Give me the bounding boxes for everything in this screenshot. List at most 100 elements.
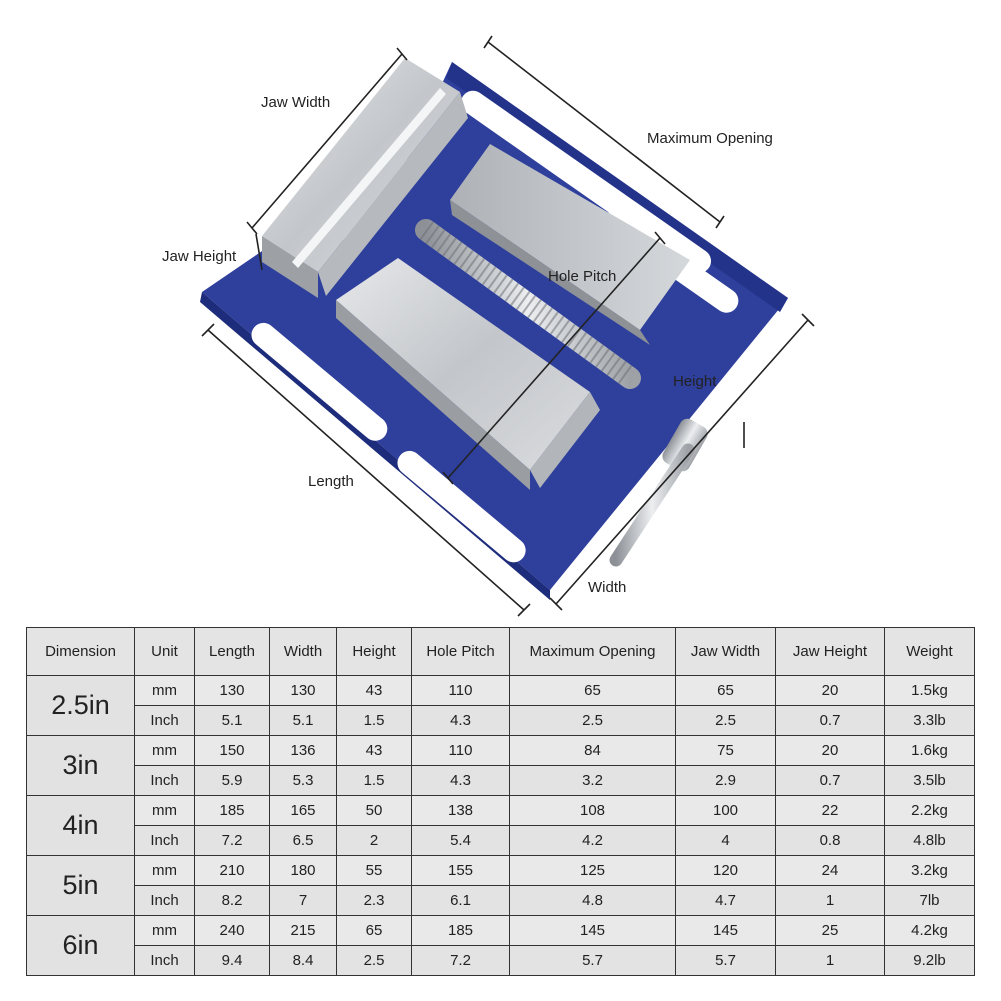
- header-cell: Weight: [884, 627, 975, 676]
- table-cell: 130: [269, 675, 337, 706]
- table-cell: mm: [134, 675, 195, 706]
- label-length: Length: [308, 473, 354, 490]
- table-cell: 5.1: [194, 705, 270, 736]
- header-cell: Width: [269, 627, 337, 676]
- table-cell: 4: [675, 825, 776, 856]
- table-cell: 4.2: [509, 825, 676, 856]
- table-cell: 75: [675, 735, 776, 766]
- table-cell: 6.5: [269, 825, 337, 856]
- table-cell: 5.1: [269, 705, 337, 736]
- table-cell: 7lb: [884, 885, 975, 916]
- table-cell: 6.1: [411, 885, 510, 916]
- dimension-cell: 6in: [26, 915, 135, 976]
- table-cell: 120: [675, 855, 776, 886]
- table-cell: 3.3lb: [884, 705, 975, 736]
- table-cell: 5.7: [675, 945, 776, 976]
- table-cell: 20: [775, 735, 885, 766]
- table-cell: 145: [675, 915, 776, 946]
- dimension-cell: 5in: [26, 855, 135, 916]
- dimension-cell: 4in: [26, 795, 135, 856]
- table-cell: 185: [411, 915, 510, 946]
- table-cell: 65: [675, 675, 776, 706]
- table-cell: 7.2: [194, 825, 270, 856]
- table-cell: 4.2kg: [884, 915, 975, 946]
- moving-jaw: [336, 258, 600, 490]
- table-cell: 0.7: [775, 705, 885, 736]
- table-cell: 185: [194, 795, 270, 826]
- table-cell: Inch: [134, 945, 195, 976]
- dimension-cell: 3in: [26, 735, 135, 796]
- table-cell: 2.3: [336, 885, 412, 916]
- table-cell: mm: [134, 915, 195, 946]
- table-cell: 0.8: [775, 825, 885, 856]
- table-cell: 180: [269, 855, 337, 886]
- spec-table: Dimension Unit Length Width Height Hole …: [26, 627, 975, 976]
- label-jaw-height: Jaw Height: [162, 248, 237, 265]
- table-cell: 50: [336, 795, 412, 826]
- base-slot: [397, 450, 526, 563]
- header-cell: Height: [336, 627, 412, 676]
- table-cell: 65: [509, 675, 676, 706]
- table-cell: 2.5: [675, 705, 776, 736]
- table-cell: 2.9: [675, 765, 776, 796]
- table-cell: 130: [194, 675, 270, 706]
- table-cell: 4.3: [411, 765, 510, 796]
- dimension-cell: 2.5in: [26, 675, 135, 736]
- table-cell: 215: [269, 915, 337, 946]
- base-slot: [251, 322, 388, 441]
- table-cell: 43: [336, 735, 412, 766]
- table-cell: 2.5: [336, 945, 412, 976]
- table-cell: 4.3: [411, 705, 510, 736]
- table-cell: 20: [775, 675, 885, 706]
- table-cell: Inch: [134, 705, 195, 736]
- table-cell: 8.4: [269, 945, 337, 976]
- table-cell: 9.4: [194, 945, 270, 976]
- header-cell: Dimension: [26, 627, 135, 676]
- table-cell: 24: [775, 855, 885, 886]
- table-cell: 4.7: [675, 885, 776, 916]
- table-cell: 155: [411, 855, 510, 886]
- table-cell: 55: [336, 855, 412, 886]
- table-cell: 9.2lb: [884, 945, 975, 976]
- table-header-row: Dimension Unit Length Width Height Hole …: [26, 627, 975, 676]
- table-cell: 25: [775, 915, 885, 946]
- label-hole-pitch: Hole Pitch: [548, 268, 616, 285]
- table-cell: 3.2kg: [884, 855, 975, 886]
- table-cell: 210: [194, 855, 270, 886]
- table-cell: 4.8: [509, 885, 676, 916]
- table-cell: 0.7: [775, 765, 885, 796]
- table-cell: 5.7: [509, 945, 676, 976]
- header-cell: Length: [194, 627, 270, 676]
- table-cell: 240: [194, 915, 270, 946]
- table-cell: 5.9: [194, 765, 270, 796]
- header-cell: Hole Pitch: [411, 627, 510, 676]
- table-cell: mm: [134, 735, 195, 766]
- table-cell: 145: [509, 915, 676, 946]
- header-cell: Unit: [134, 627, 195, 676]
- vise-diagram: Jaw Width Maximum Opening Jaw Height Hol…: [162, 35, 815, 617]
- table-cell: 3.5lb: [884, 765, 975, 796]
- table-cell: 1.5: [336, 705, 412, 736]
- table-cell: 22: [775, 795, 885, 826]
- table-cell: 125: [509, 855, 676, 886]
- label-maximum-opening: Maximum Opening: [647, 130, 773, 147]
- label-height: Height: [673, 373, 717, 390]
- table-cell: 108: [509, 795, 676, 826]
- table-cell: 1.6kg: [884, 735, 975, 766]
- header-cell: Jaw Height: [775, 627, 885, 676]
- table-cell: 5.3: [269, 765, 337, 796]
- label-jaw-width: Jaw Width: [261, 94, 330, 111]
- table-cell: 2.2kg: [884, 795, 975, 826]
- table-cell: 1: [775, 945, 885, 976]
- table-cell: 2.5: [509, 705, 676, 736]
- lead-screw: [415, 219, 641, 389]
